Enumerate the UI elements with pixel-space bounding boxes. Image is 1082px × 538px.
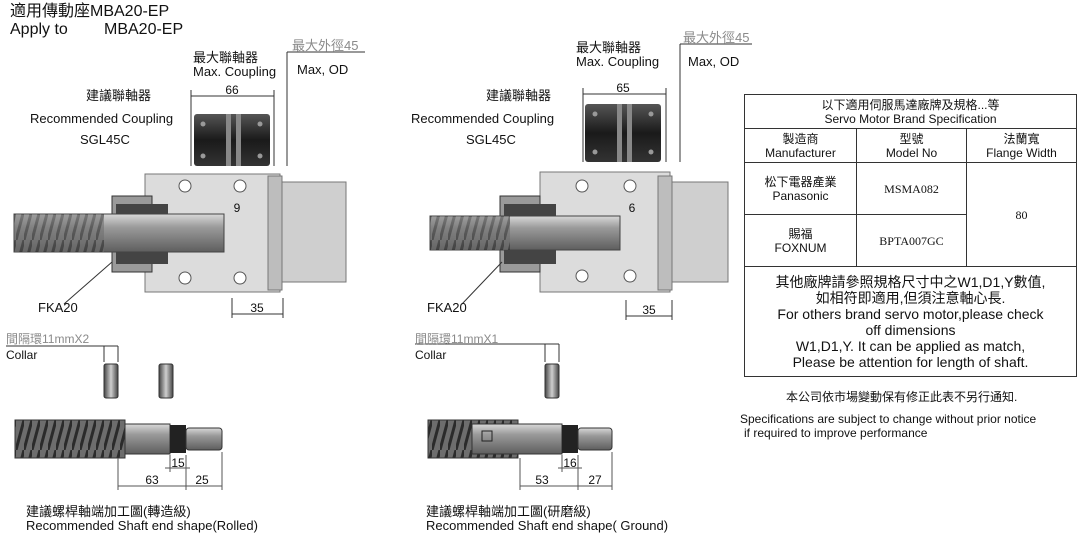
spec-row1-maker-en: FOXNUM: [774, 240, 827, 255]
notice-en-1: Specifications are subject to change wit…: [740, 412, 1037, 426]
left-flange-dim: 35: [250, 301, 264, 315]
spec-row-maker: 賜福 FOXNUM: [745, 215, 857, 267]
right-shaft-caption-en: Recommended Shaft end shape( Ground): [426, 518, 669, 533]
right-collar-en: Collar: [415, 348, 447, 362]
notice-zh: 本公司依市場變動保有修正此表不另行通知.: [786, 390, 1018, 404]
right-shaft-caption-zh: 建議螺桿軸端加工圖(研磨級): [426, 504, 591, 519]
right-coupling: [585, 104, 661, 162]
spec-row0-maker-en: Panasonic: [772, 188, 829, 203]
left-shaft-dim-a: 15: [171, 456, 185, 470]
right-max-od-zh: 最大外徑45: [683, 30, 750, 45]
left-bearing-label: FKA20: [38, 300, 78, 315]
right-collar-zh: 間隔環11mmX1: [415, 332, 499, 346]
spec-note: 其他廠牌請參照規格尺寸中之W1,D1,Y數值, 如相符即適用,但須注意軸心長. …: [745, 267, 1076, 376]
spec-header-maker-zh: 製造商: [782, 131, 819, 146]
title-en-model: MBA20-EP: [104, 21, 184, 38]
right-bearing-label: FKA20: [427, 300, 467, 315]
right-coupling-width: 65: [616, 81, 630, 95]
spec-header-model-zh: 型號: [899, 131, 924, 146]
servo-spec-table: 以下適用伺服馬達廠牌及規格...等 Servo Motor Brand Spec…: [744, 94, 1077, 377]
spec-note-en-2: off dimensions: [865, 321, 956, 338]
right-max-coupling-en: Max. Coupling: [576, 54, 660, 69]
spec-note-en-3: W1,D1,Y. It can be applied as match,: [795, 337, 1026, 354]
right-collars: [415, 343, 560, 399]
spec-row-model: BPTA007GC: [857, 215, 967, 267]
notice-en-2: if required to improve performance: [744, 426, 928, 440]
right-shaft-dim-a: 16: [563, 456, 577, 470]
spec-row1-maker-zh: 賜福: [788, 226, 813, 241]
left-collars: [6, 345, 174, 399]
right-gap-dim: 6: [628, 201, 636, 215]
left-collar-zh: 間隔環11mmX2: [6, 332, 90, 346]
spec-row1-model: BPTA007GC: [879, 233, 944, 248]
spec-header-flange-en: Flange Width: [986, 145, 1057, 160]
spec-note-en-1: For others brand servo motor,please chec…: [777, 305, 1044, 322]
left-shaft-caption-en: Recommended Shaft end shape(Rolled): [26, 518, 258, 533]
left-max-od-zh: 最大外徑45: [292, 38, 359, 53]
spec-note-en-4: Please be attention for length of shaft.: [792, 353, 1029, 370]
spec-row0-model: MSMA082: [884, 181, 939, 196]
left-shaft-dim-b: 63: [145, 473, 159, 487]
title-zh: 適用傳動座MBA20-EP: [10, 3, 170, 20]
left-coupling-width: 66: [225, 83, 239, 97]
left-coupling: [194, 114, 270, 166]
left-shaft-dim-c: 25: [195, 473, 209, 487]
spec-row-model: MSMA082: [857, 163, 967, 215]
right-shaft-dim-b: 53: [535, 473, 549, 487]
spec-header-model: 型號 Model No: [857, 129, 967, 163]
bearing-leaders: [63, 261, 503, 305]
spec-header-flange: 法蘭寬 Flange Width: [967, 129, 1076, 163]
spec-title-zh: 以下適用伺服馬達廠牌及規格...等: [821, 97, 1000, 112]
right-max-od-en: Max, OD: [688, 54, 740, 69]
spec-flange-width: 80: [967, 163, 1076, 267]
left-gap-dim: 9: [233, 201, 241, 215]
spec-flange-width-value: 80: [1015, 207, 1028, 222]
right-shaft-end: [427, 419, 613, 490]
left-actuator-body: [13, 173, 347, 293]
spec-row0-maker-zh: 松下電器產業: [764, 174, 837, 189]
right-max-coupling-zh: 最大聯軸器: [576, 40, 642, 55]
left-recommended-zh: 建議聯軸器: [86, 88, 152, 103]
title-en-prefix: Apply to: [10, 21, 68, 38]
spec-header-model-en: Model No: [885, 145, 938, 160]
left-max-coupling-en: Max. Coupling: [193, 64, 277, 79]
right-recommended-zh: 建議聯軸器: [486, 88, 552, 103]
spec-note-zh-2: 如相符即適用,但須注意軸心長.: [815, 289, 1006, 306]
right-shaft-dim-c: 27: [588, 473, 602, 487]
right-actuator-body: [429, 171, 729, 293]
left-max-coupling-zh: 最大聯軸器: [193, 50, 259, 65]
right-coupling-model: SGL45C: [466, 132, 516, 147]
left-max-od-en: Max, OD: [297, 62, 349, 77]
right-flange-dim: 35: [642, 303, 656, 317]
spec-header-maker: 製造商 Manufacturer: [745, 129, 857, 163]
spec-row-maker: 松下電器產業 Panasonic: [745, 163, 857, 215]
spec-table-title: 以下適用伺服馬達廠牌及規格...等 Servo Motor Brand Spec…: [745, 95, 1076, 129]
left-shaft-caption-zh: 建議螺桿軸端加工圖(轉造級): [26, 504, 191, 519]
spec-header-maker-en: Manufacturer: [765, 145, 836, 160]
left-recommended-en: Recommended Coupling: [30, 111, 174, 126]
left-collar-en: Collar: [6, 348, 38, 362]
spec-header-flange-zh: 法蘭寬: [1003, 131, 1040, 146]
spec-note-zh-1: 其他廠牌請參照規格尺寸中之W1,D1,Y數值,: [775, 273, 1046, 290]
left-coupling-model: SGL45C: [80, 132, 130, 147]
right-recommended-en: Recommended Coupling: [411, 111, 555, 126]
left-shaft-end: [14, 419, 223, 490]
spec-title-en: Servo Motor Brand Specification: [824, 111, 997, 126]
